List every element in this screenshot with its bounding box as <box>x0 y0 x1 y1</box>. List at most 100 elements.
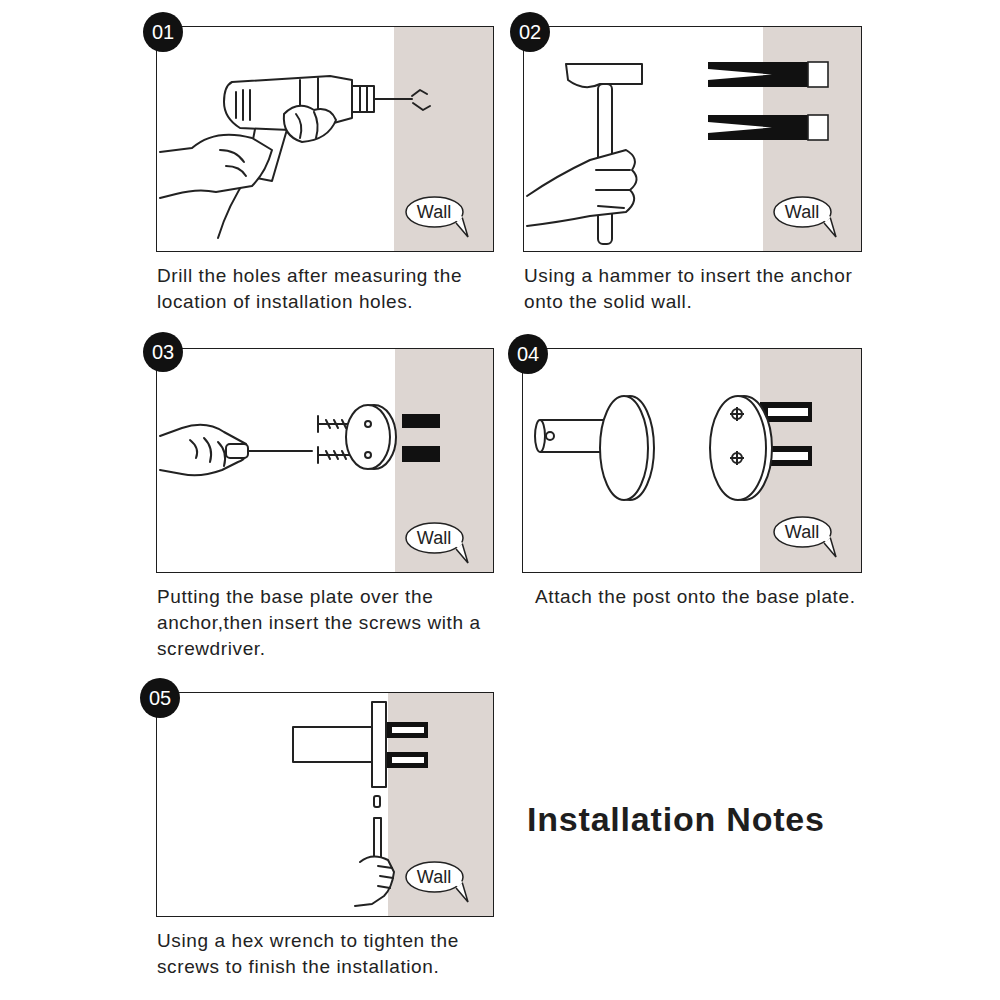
drill-figure <box>374 98 412 100</box>
post-figure <box>535 420 545 452</box>
hammer-figure <box>596 170 630 208</box>
step-badge: 05 <box>140 678 180 718</box>
drill-figure <box>296 112 318 138</box>
wall-anchor <box>402 446 440 462</box>
drill-figure <box>235 92 237 118</box>
bubble-joint <box>457 881 461 886</box>
wall-anchor <box>708 62 828 140</box>
drill-figure <box>352 86 374 112</box>
wall-bubble: Wall <box>773 516 832 548</box>
step-caption: Using a hammer to insert the anchor onto… <box>524 263 872 315</box>
hex-wrench-figure <box>293 727 372 762</box>
bubble-joint <box>825 216 829 221</box>
screwdriver-figure <box>160 405 396 475</box>
drill-figure <box>359 86 361 112</box>
step-badge: 01 <box>143 12 183 52</box>
step-panel: Attach the post onto the base plate.Wall <box>522 348 862 573</box>
screwdriver-figure <box>226 444 248 458</box>
step-number: 02 <box>510 12 550 52</box>
step-badge: 02 <box>510 12 550 52</box>
screwdriver-figure <box>190 438 225 466</box>
step-badge: 03 <box>143 332 183 372</box>
screwdriver-figure <box>365 452 371 458</box>
bubble-joint <box>457 542 461 547</box>
wall-label: Wall <box>417 202 451 222</box>
sheet-title: Installation Notes <box>527 800 825 839</box>
wall-bubble: Wall <box>405 196 464 228</box>
wall-anchor <box>392 757 424 763</box>
step-number: 05 <box>140 678 180 718</box>
hammer-figure <box>527 150 637 226</box>
bubble-joint <box>457 216 461 221</box>
step-number: 01 <box>143 12 183 52</box>
step-panel: Using a hex wrench to tighten the screws… <box>156 692 494 917</box>
badge-circle <box>143 12 183 52</box>
screwdriver-figure <box>365 421 371 427</box>
wall-anchor <box>808 115 828 140</box>
hex-wrench-figure <box>378 866 393 888</box>
screwdriver-figure <box>248 450 312 452</box>
hex-wrench-figure <box>355 856 394 906</box>
bubble-joint <box>825 536 829 541</box>
post-figure <box>600 396 648 500</box>
drill-figure <box>160 135 272 198</box>
wall-area <box>395 349 493 572</box>
base-plate <box>730 407 744 421</box>
post-figure <box>546 432 554 440</box>
step-caption: Attach the post onto the base plate. <box>535 584 883 610</box>
wall-anchor <box>768 408 808 416</box>
wall-bubble: Wall <box>405 522 464 554</box>
step-panel: Drill the holes after measuring the loca… <box>156 26 494 252</box>
bubble-outline <box>406 862 463 892</box>
wall-label: Wall <box>785 202 819 222</box>
screwdriver-figure <box>326 451 346 459</box>
wall-anchor <box>402 414 440 462</box>
base-plate <box>710 396 766 500</box>
wall-anchor <box>708 115 808 140</box>
wall-label: Wall <box>417 867 451 887</box>
base-plate <box>710 396 772 500</box>
drill-figure <box>284 106 336 142</box>
bubble-outline <box>406 197 463 227</box>
hex-wrench-figure <box>372 702 386 787</box>
wall-anchor <box>708 69 772 80</box>
wall-anchor <box>386 722 428 738</box>
post-figure <box>535 396 654 500</box>
badge-circle <box>143 332 183 372</box>
badge-circle <box>510 12 550 52</box>
wall-anchor <box>386 722 428 768</box>
drill-figure <box>413 103 430 110</box>
screwdriver-figure <box>326 420 346 428</box>
wall-label: Wall <box>785 522 819 542</box>
hex-wrench-figure <box>374 796 380 807</box>
step-caption: Putting the base plate over the anchor,t… <box>157 584 505 662</box>
drill-figure <box>220 150 246 176</box>
drill-figure <box>242 90 244 120</box>
wall-label: Wall <box>417 528 451 548</box>
wall-anchor <box>708 62 808 87</box>
drill-figure <box>249 90 251 120</box>
badge-circle <box>508 334 548 374</box>
hex-wrench-figure <box>293 702 394 906</box>
base-plate <box>730 451 744 465</box>
drill-figure <box>366 86 368 112</box>
step-caption: Using a hex wrench to tighten the screws… <box>157 928 505 980</box>
step-number: 04 <box>508 334 548 374</box>
step-panel: Putting the base plate over the anchor,t… <box>156 348 494 573</box>
drill-figure <box>160 76 430 238</box>
step-panel: Using a hammer to insert the anchor onto… <box>523 26 862 252</box>
hammer-figure <box>527 64 642 244</box>
wall-area <box>760 349 861 572</box>
step-number: 03 <box>143 332 183 372</box>
screwdriver-figure <box>160 425 247 476</box>
badge-circle <box>140 678 180 718</box>
bubble-outline <box>774 197 831 227</box>
wall-anchor <box>708 122 772 133</box>
wall-anchor <box>808 62 828 87</box>
bubble-outline <box>774 517 831 547</box>
wall-bubble: Wall <box>405 861 464 893</box>
wall-area <box>388 27 861 916</box>
wall-anchor <box>392 727 424 733</box>
step-badge: 04 <box>508 334 548 374</box>
